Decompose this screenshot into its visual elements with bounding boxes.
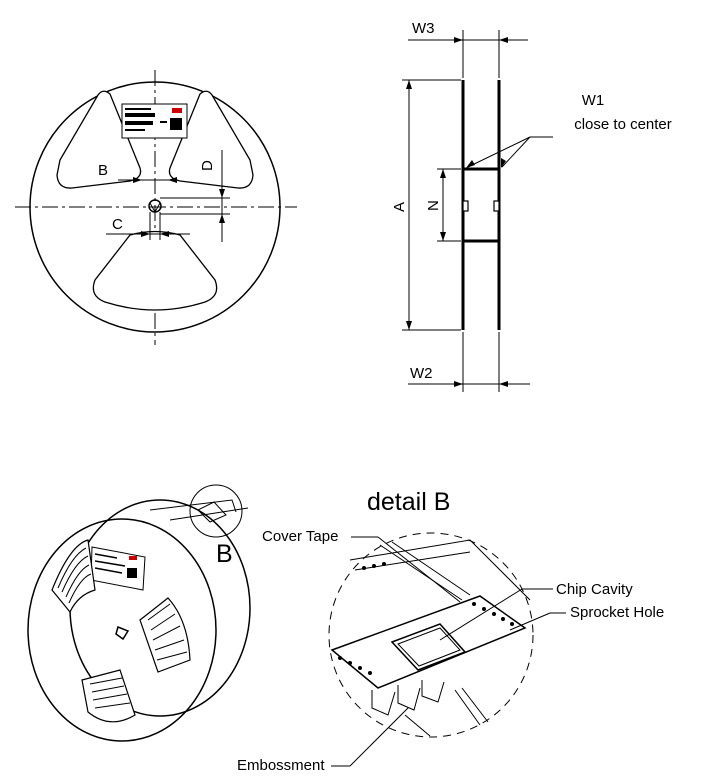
dim-a-arrow-bottom — [406, 321, 412, 330]
perspective-tape-square — [197, 501, 227, 523]
dim-w1-note: close to center — [574, 116, 672, 133]
perspective-detail-marker: B — [216, 540, 233, 568]
side-notch-left — [462, 200, 469, 212]
dim-d-label: D — [199, 160, 216, 171]
dim-b-label: B — [98, 162, 108, 179]
reel-perspective-view: B — [27, 484, 251, 742]
leader-embossment-2 — [349, 707, 409, 767]
leader-cover-tape-2 — [377, 536, 461, 603]
dim-n-label: N — [425, 200, 442, 211]
reel-front-view: B D C — [15, 70, 297, 345]
label-chip-cavity: Chip Cavity — [556, 581, 633, 598]
reel-window-bottom — [92, 230, 218, 311]
dim-d-arrow-top — [219, 189, 225, 198]
detail-title: detail B — [367, 488, 450, 516]
dim-w1-arrow-2 — [501, 158, 506, 168]
dim-w3-label: W3 — [412, 20, 435, 37]
dim-w1-arrow-1 — [466, 160, 475, 168]
reel-outer-circle — [29, 81, 281, 333]
detail-cover-tape-2 — [391, 541, 471, 596]
detail-carrier-tape — [330, 595, 527, 689]
detail-b: detail B — [237, 488, 664, 774]
dim-b-arrow-right — [168, 177, 177, 183]
perspective-hub — [115, 625, 130, 641]
detail-lower-strand-2 — [454, 689, 481, 726]
dim-n-arrow-top — [440, 169, 446, 178]
dim-w1-leader-1 — [467, 136, 531, 168]
dim-w3-arrow-right — [499, 37, 508, 43]
dim-n-arrow-bottom — [440, 232, 446, 241]
reel-window-right — [168, 90, 254, 189]
label-cover-tape: Cover Tape — [262, 528, 338, 545]
detail-embossment-1 — [371, 690, 396, 716]
detail-upper-tape — [349, 539, 531, 601]
dim-w2-arrow-right — [499, 381, 508, 387]
perspective-tape-top — [149, 499, 237, 513]
perspective-front-flange — [27, 518, 217, 742]
perspective-window-left — [51, 539, 96, 614]
leader-sprocket-hole-2 — [509, 612, 551, 631]
perspective-window-right — [139, 597, 191, 673]
dim-a-label: A — [391, 202, 408, 212]
dim-w2-arrow-left — [454, 381, 463, 387]
side-notch-right — [493, 200, 500, 212]
detail-cover-tape — [379, 544, 463, 601]
detail-embossment-2 — [397, 685, 421, 711]
dim-w3-arrow-left — [454, 37, 463, 43]
reel-label-sticker — [121, 103, 188, 139]
dim-b-arrow-left — [133, 177, 142, 183]
reel-side-view: W3 W1 close to center A N W2 — [391, 20, 672, 392]
dim-a-arrow-top — [406, 80, 412, 89]
detail-chip-cavity-inner — [397, 627, 461, 667]
detail-circle — [328, 532, 534, 738]
reel-window-left — [56, 90, 142, 189]
dim-w2-label: W2 — [410, 365, 433, 382]
label-embossment: Embossment — [237, 757, 325, 774]
dim-d-arrow-bottom — [219, 214, 225, 223]
dim-c-label: C — [112, 216, 123, 233]
dim-w1-leader-2 — [501, 136, 531, 168]
hub-key-slot — [149, 202, 161, 214]
detail-lower-strand-3 — [461, 687, 489, 723]
dim-c-arrow-right — [160, 231, 169, 237]
leader-chip-cavity-2 — [439, 588, 523, 641]
detail-embossment-3 — [421, 680, 445, 703]
perspective-detail-circle — [189, 484, 243, 538]
perspective-window-bottom — [81, 669, 136, 723]
label-sprocket-hole: Sprocket Hole — [570, 604, 664, 621]
perspective-tape-band — [169, 507, 249, 521]
detail-chip-cavity — [390, 623, 467, 671]
perspective-label — [90, 546, 146, 591]
detail-lower-strand-1 — [404, 714, 431, 737]
detail-sprocket-holes — [338, 562, 514, 675]
dim-w1-label: W1 — [582, 92, 605, 109]
dim-c-arrow-left — [141, 231, 150, 237]
